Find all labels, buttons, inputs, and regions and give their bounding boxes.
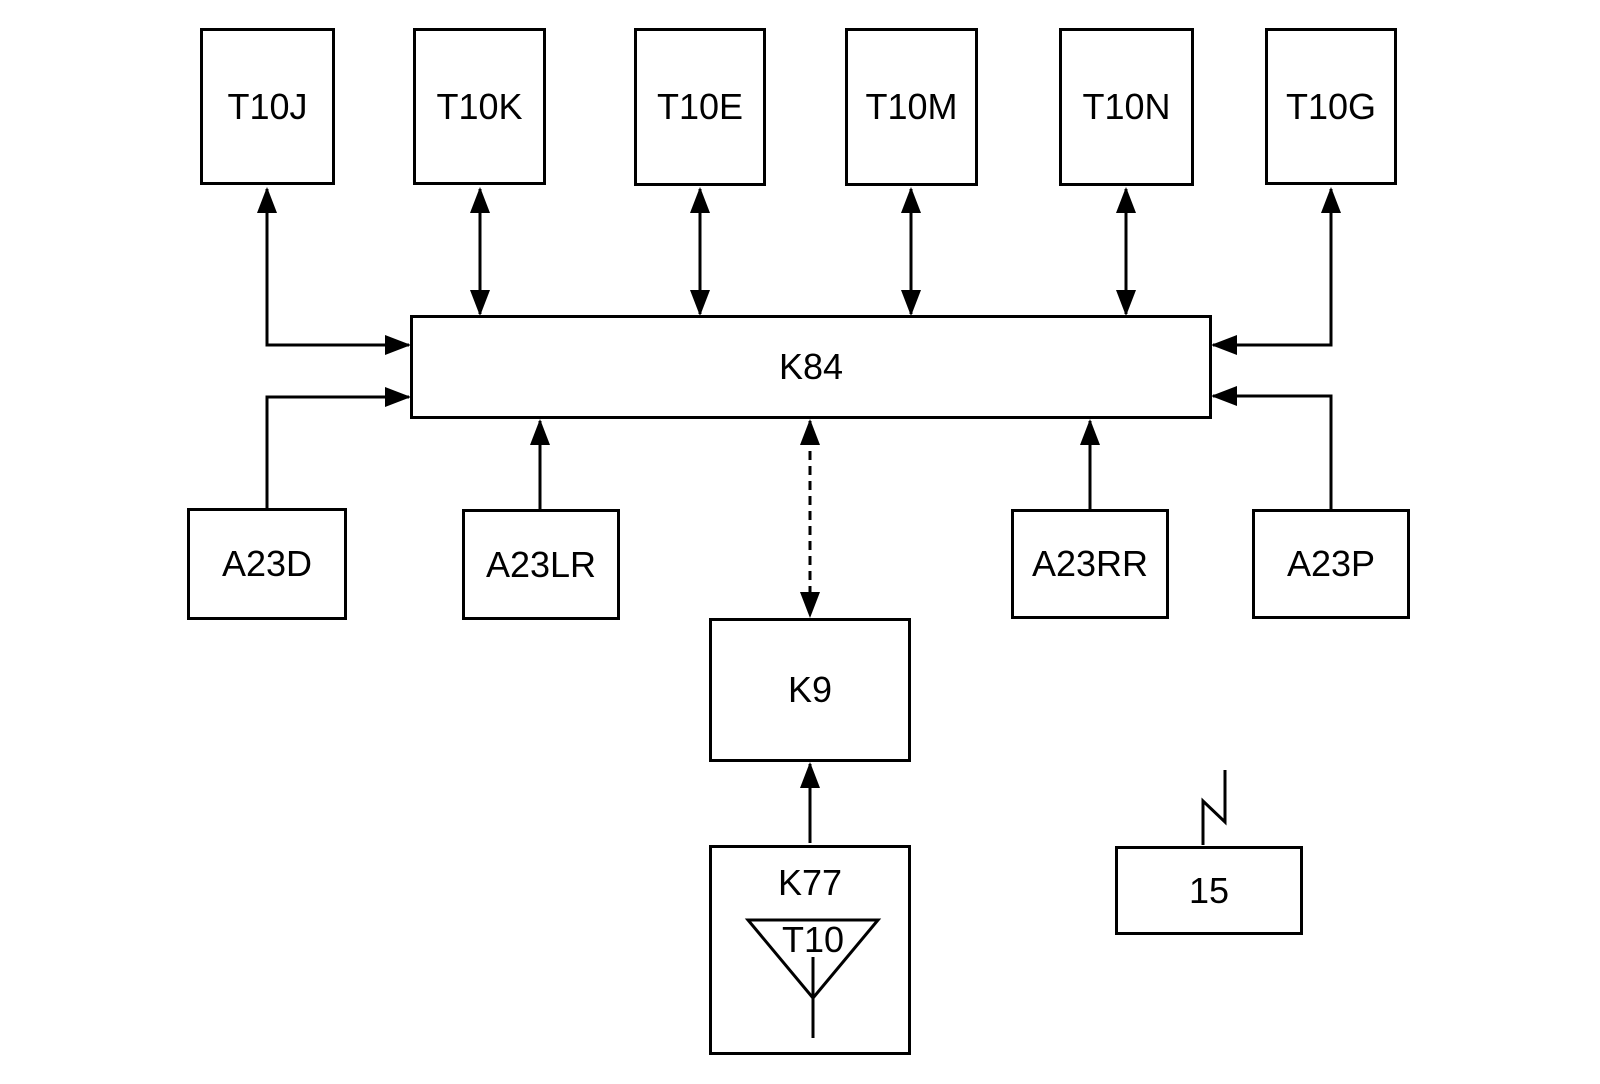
antenna-zigzag-icon: [1201, 770, 1227, 845]
label-t10k: T10K: [436, 85, 523, 127]
node-t10e: T10E: [634, 28, 766, 186]
label-t10j: T10J: [227, 85, 308, 127]
label-a23rr: A23RR: [1031, 543, 1149, 584]
label-t10g: T10G: [1285, 85, 1377, 127]
label-t10n: T10N: [1082, 86, 1171, 127]
label-a23d: A23D: [221, 543, 313, 584]
label-k77: K77: [777, 862, 843, 903]
node-k9: K9: [709, 618, 911, 762]
node-t10j: T10J: [200, 28, 335, 185]
node-15: 15: [1115, 846, 1303, 935]
node-k84: K84: [410, 315, 1212, 419]
node-t10m: T10M: [845, 28, 978, 186]
label-k84: K84: [778, 346, 844, 387]
node-t10g: T10G: [1265, 28, 1397, 185]
label-a23lr: A23LR: [485, 543, 597, 585]
label-t10-antenna: T10: [781, 919, 845, 960]
node-a23d: A23D: [187, 508, 347, 620]
node-t10n: T10N: [1059, 28, 1194, 186]
label-t10m: T10M: [865, 86, 958, 127]
connector-t10j-k84: [257, 187, 411, 355]
connector-a23d-k84: [265, 387, 411, 508]
node-t10k: T10K: [413, 28, 546, 185]
label-15: 15: [1188, 869, 1230, 911]
connector-a23p-k84: [1211, 386, 1333, 509]
node-a23p: A23P: [1252, 509, 1410, 619]
label-a23p: A23P: [1286, 543, 1376, 584]
connector-t10g-k84: [1211, 187, 1341, 355]
label-t10e: T10E: [656, 86, 744, 127]
node-a23rr: A23RR: [1011, 509, 1169, 619]
label-k9: K9: [787, 669, 833, 710]
node-a23lr: A23LR: [462, 509, 620, 620]
